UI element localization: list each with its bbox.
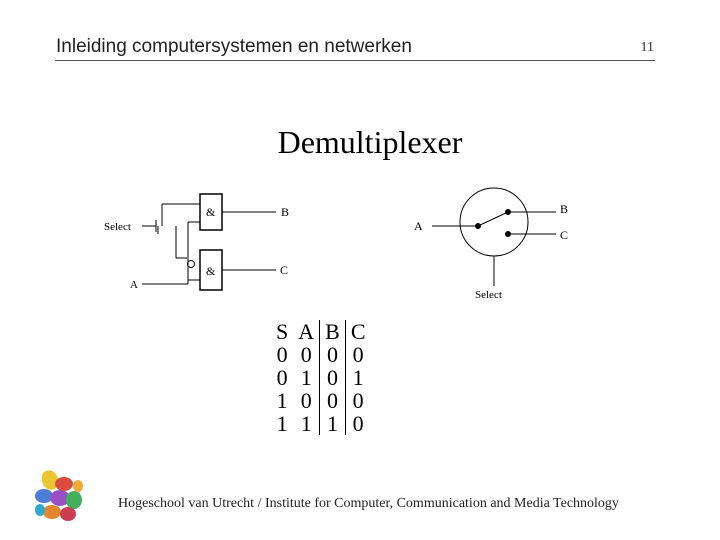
switch-diagram [432, 187, 556, 286]
table-cell: 1 [352, 365, 364, 390]
table-cell: 0 [293, 343, 321, 366]
table-cell: 0 [276, 365, 288, 390]
switch-select-label: Select [475, 289, 502, 301]
header-cell-b: B [319, 320, 346, 343]
switch-output-b-label: B [560, 202, 568, 216]
table-row: 0 0 0 0 [271, 343, 371, 366]
truth-table: S A B C 0 0 0 0 0 1 0 1 1 0 0 0 1 1 1 0 [271, 320, 371, 435]
header-title: Inleiding computersystemen en netwerken [56, 36, 412, 57]
page-number: 11 [640, 40, 654, 55]
header-rule [55, 60, 655, 61]
footer-text: Hogeschool van Utrecht / Institute for C… [118, 496, 619, 511]
table-cell: 0 [293, 389, 321, 412]
header-cell-s: S [276, 319, 289, 344]
table-cell: 1 [293, 366, 321, 389]
header-cell-c: C [350, 319, 366, 344]
gate-select-label: Select [104, 221, 131, 233]
gate-output-c-label: C [280, 263, 288, 277]
table-cell: 0 [352, 342, 364, 367]
gate-input-a-label: A [130, 279, 138, 291]
table-cell: 0 [319, 389, 346, 412]
gate-diagram [142, 193, 276, 291]
table-cell: 0 [319, 343, 346, 366]
table-row: 1 1 1 0 [271, 412, 371, 435]
and-gate-2-symbol: & [206, 264, 216, 278]
table-cell: 0 [319, 366, 346, 389]
table-cell: 1 [293, 412, 321, 435]
table-cell: 1 [276, 411, 288, 436]
table-cell: 1 [319, 412, 346, 435]
gate-output-b-label: B [281, 205, 289, 219]
switch-input-a-label: A [414, 219, 423, 233]
table-row: 0 1 0 1 [271, 366, 371, 389]
school-logo-icon [35, 470, 83, 521]
slide-title: Demultiplexer [277, 124, 463, 160]
table-cell: 0 [352, 411, 364, 436]
table-row: 1 0 0 0 [271, 389, 371, 412]
header-cell-a: A [293, 320, 321, 343]
switch-output-c-label: C [560, 228, 568, 242]
table-cell: 0 [352, 388, 364, 413]
and-gate-1-symbol: & [206, 205, 216, 219]
truth-table-header: S A B C [271, 320, 371, 343]
table-cell: 0 [276, 342, 288, 367]
table-cell: 1 [276, 388, 288, 413]
